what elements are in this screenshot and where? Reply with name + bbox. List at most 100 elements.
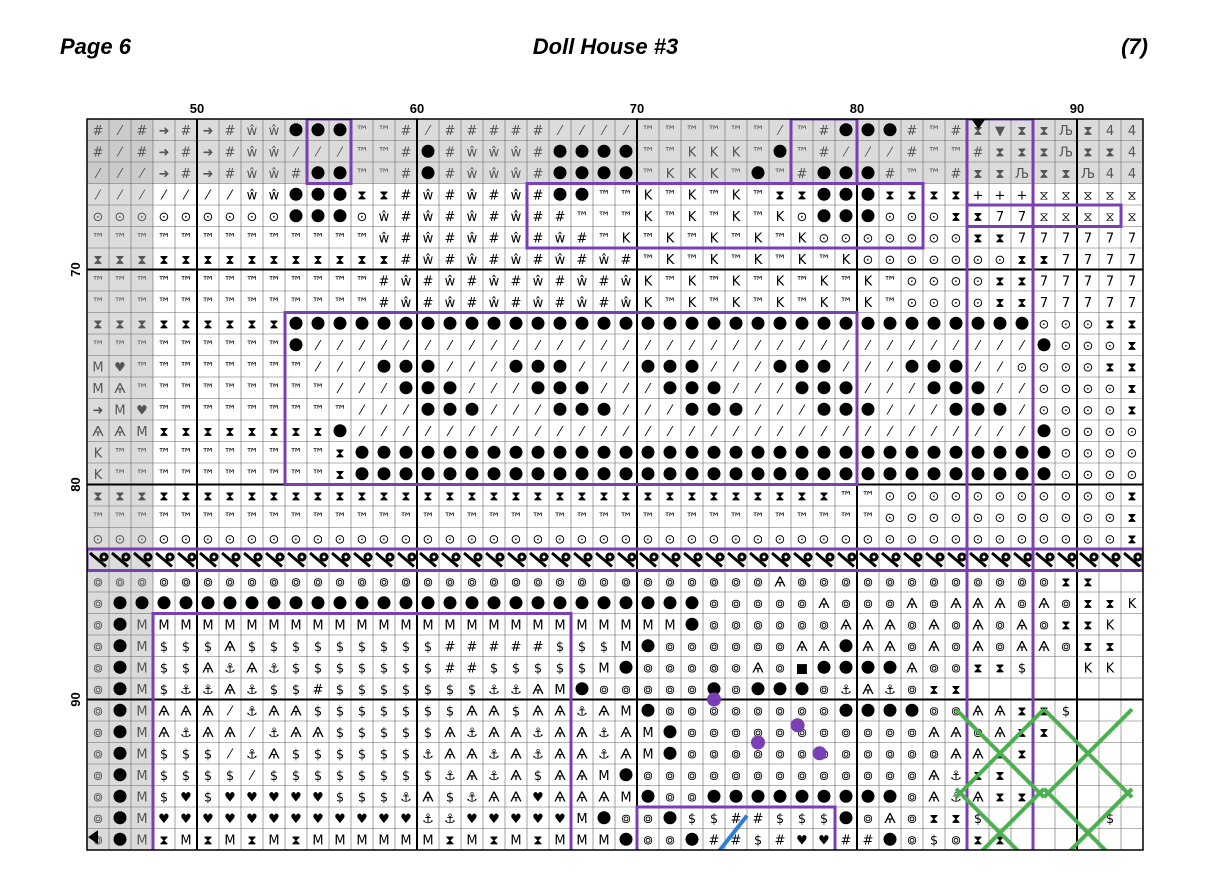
stitch-symbol: ៙ bbox=[665, 683, 676, 698]
stitch-symbol: ➜ bbox=[159, 167, 170, 182]
stitch-symbol: ⊙ bbox=[1105, 532, 1116, 547]
stitch-symbol: # bbox=[181, 167, 192, 182]
stitch-symbol: ⚓ bbox=[466, 726, 478, 741]
stitch-symbol: ⁄ bbox=[512, 425, 520, 440]
stitch-symbol: 7 bbox=[1194, 489, 1202, 504]
stitch-symbol: ⊙ bbox=[885, 210, 896, 225]
stitch-symbol: ™ bbox=[884, 296, 897, 311]
stitch-symbol: K bbox=[864, 296, 873, 311]
stitch-symbol: K bbox=[710, 253, 719, 268]
stitch-symbol: ⊙ bbox=[929, 231, 940, 246]
stitch-symbol: ⊙ bbox=[1083, 339, 1094, 354]
stitch-symbol: ŵ bbox=[599, 253, 610, 268]
stitch-symbol bbox=[619, 166, 633, 180]
stitch-symbol: $ bbox=[182, 661, 190, 676]
stitch-symbol: M bbox=[576, 833, 587, 848]
stitch-symbol bbox=[817, 402, 831, 416]
stitch-symbol bbox=[1037, 467, 1051, 481]
stitch-symbol: ⊙ bbox=[1083, 489, 1094, 504]
stitch-symbol: K bbox=[1106, 618, 1115, 633]
stitch-symbol: ៙ bbox=[709, 726, 720, 741]
stitch-symbol: 7 bbox=[1172, 489, 1180, 504]
stitch-symbol bbox=[771, 551, 791, 568]
stitch-symbol: ™ bbox=[752, 511, 765, 526]
stitch-symbol: ™ bbox=[862, 511, 875, 526]
stitch-symbol: ™ bbox=[246, 382, 259, 397]
stitch-symbol: ♥ bbox=[378, 812, 390, 827]
stitch-symbol bbox=[971, 467, 985, 481]
stitch-symbol: ៙ bbox=[775, 661, 786, 676]
stitch-symbol: ♥ bbox=[114, 360, 126, 375]
stitch-symbol: $ bbox=[798, 812, 806, 827]
stitch-symbol: ™ bbox=[312, 296, 325, 311]
stitch-symbol: ⊙ bbox=[1061, 360, 1072, 375]
stitch-symbol: ⧗ bbox=[247, 833, 256, 848]
stitch-symbol bbox=[355, 596, 369, 610]
stitch-symbol: M bbox=[664, 618, 675, 633]
stitch-symbol bbox=[883, 660, 897, 674]
stitch-symbol: ៙ bbox=[665, 661, 676, 676]
stitch-symbol: ™ bbox=[796, 124, 809, 139]
stitch-symbol: ŵ bbox=[423, 231, 434, 246]
stitch-symbol: ៙ bbox=[489, 575, 500, 590]
stitch-symbol: ™ bbox=[752, 296, 765, 311]
stitch-symbol bbox=[597, 596, 611, 610]
stitch-symbol: $ bbox=[270, 683, 278, 698]
stitch-symbol bbox=[575, 467, 589, 481]
ruler-top-label: 70 bbox=[630, 101, 644, 116]
stitch-symbol: ⁄ bbox=[402, 403, 410, 418]
stitch-symbol: ៙ bbox=[1039, 618, 1050, 633]
stitch-symbol bbox=[333, 187, 347, 201]
stitch-symbol: $ bbox=[402, 726, 410, 741]
stitch-symbol: ៙ bbox=[687, 790, 698, 805]
stitch-symbol: ⊙ bbox=[577, 532, 588, 547]
stitch-symbol bbox=[421, 144, 435, 158]
stitch-symbol bbox=[619, 144, 633, 158]
stitch-symbol: ⁄ bbox=[512, 403, 520, 418]
stitch-symbol: ៙ bbox=[269, 575, 280, 590]
stitch-symbol: $ bbox=[1018, 661, 1026, 676]
ledge-outline bbox=[87, 547, 1143, 572]
stitch-symbol: Ѧ bbox=[906, 661, 918, 676]
stitch-symbol bbox=[155, 551, 175, 568]
stitch-symbol: ™ bbox=[290, 231, 303, 246]
stitch-symbol: ⊙ bbox=[1083, 446, 1094, 461]
stitch-symbol bbox=[773, 445, 787, 459]
stitch-symbol bbox=[199, 551, 219, 568]
stitch-symbol: 7 bbox=[1150, 317, 1158, 332]
stitch-symbol: ៙ bbox=[951, 833, 962, 848]
stitch-symbol: 7 bbox=[1084, 296, 1092, 311]
stitch-symbol: ⁄ bbox=[864, 360, 872, 375]
stitch-symbol bbox=[641, 316, 655, 330]
stitch-symbol: Ѧ bbox=[510, 769, 522, 784]
stitch-symbol: ៙ bbox=[93, 704, 104, 719]
stitch-symbol: 7 bbox=[1128, 274, 1136, 289]
stitch-symbol: ⊙ bbox=[973, 489, 984, 504]
stitch-symbol: 4 bbox=[1172, 167, 1180, 182]
stitch-symbol: ™ bbox=[796, 296, 809, 311]
stitch-symbol: ⊙ bbox=[863, 253, 874, 268]
stitch-symbol: ⧖ bbox=[1039, 210, 1048, 225]
stitch-symbol: 7 bbox=[1040, 274, 1048, 289]
stitch-symbol: ™ bbox=[246, 468, 259, 483]
stitch-symbol bbox=[575, 381, 589, 395]
stitch-symbol bbox=[619, 768, 633, 782]
stitch-symbol bbox=[597, 144, 611, 158]
stitch-symbol: ⊙ bbox=[93, 532, 104, 547]
stitch-symbol: ⧗ bbox=[203, 425, 212, 440]
stitch-symbol bbox=[817, 209, 831, 223]
stitch-symbol: ⧗ bbox=[621, 489, 630, 504]
stitch-symbol: ⧗ bbox=[379, 489, 388, 504]
stitch-symbol: ⊙ bbox=[1017, 489, 1028, 504]
stitch-symbol bbox=[971, 381, 985, 395]
stitch-symbol: ⁄ bbox=[94, 188, 102, 203]
stitch-symbol: ⁄ bbox=[556, 339, 564, 354]
stitch-symbol bbox=[773, 682, 787, 696]
stitch-symbol: ™ bbox=[224, 446, 237, 461]
stitch-symbol bbox=[443, 445, 457, 459]
stitch-symbol bbox=[597, 402, 611, 416]
stitch-symbol: Љ bbox=[1015, 167, 1029, 182]
stitch-symbol: Ѧ bbox=[510, 747, 522, 762]
stitch-symbol: K bbox=[732, 296, 741, 311]
stitch-symbol: K bbox=[644, 274, 653, 289]
